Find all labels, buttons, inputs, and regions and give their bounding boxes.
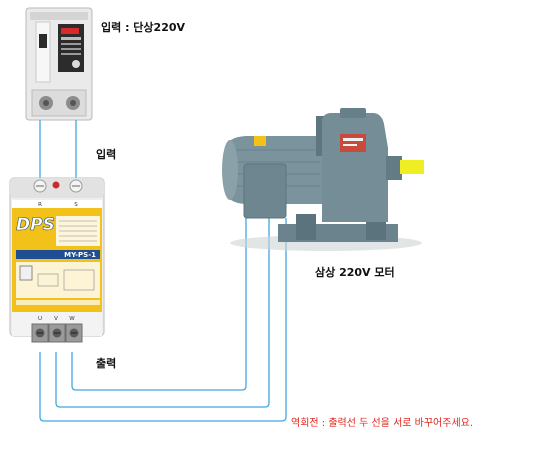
controller-terminal-s: S — [74, 202, 78, 208]
output-wire-u — [39, 218, 287, 422]
controller-terminal-u: U — [38, 316, 42, 322]
controller-terminal-w: W — [69, 316, 75, 322]
input-single-phase-label: 입력 : 단상220V — [101, 20, 185, 34]
motor-label: 삼상 220V 모터 — [315, 265, 395, 279]
controller-terminal-r: R — [38, 202, 42, 208]
controller-model: MY-PS-1 — [64, 251, 96, 259]
wires — [39, 120, 287, 422]
output-wire-v — [55, 218, 270, 408]
input-label: 입력 — [96, 148, 116, 161]
controller-terminal-v: V — [54, 316, 58, 322]
reverse-rotation-note: 역회전 : 출력선 두 선을 서로 바꾸어주세요. — [291, 417, 473, 429]
circuit-breaker-icon — [25, 7, 93, 121]
controller-brand: DPS — [16, 215, 55, 235]
output-wire-w — [71, 218, 247, 391]
motor-icon — [222, 108, 424, 251]
controller-icon: R S DPS MY-PS-1 U V W — [9, 177, 105, 343]
output-label: 출력 — [96, 356, 116, 370]
